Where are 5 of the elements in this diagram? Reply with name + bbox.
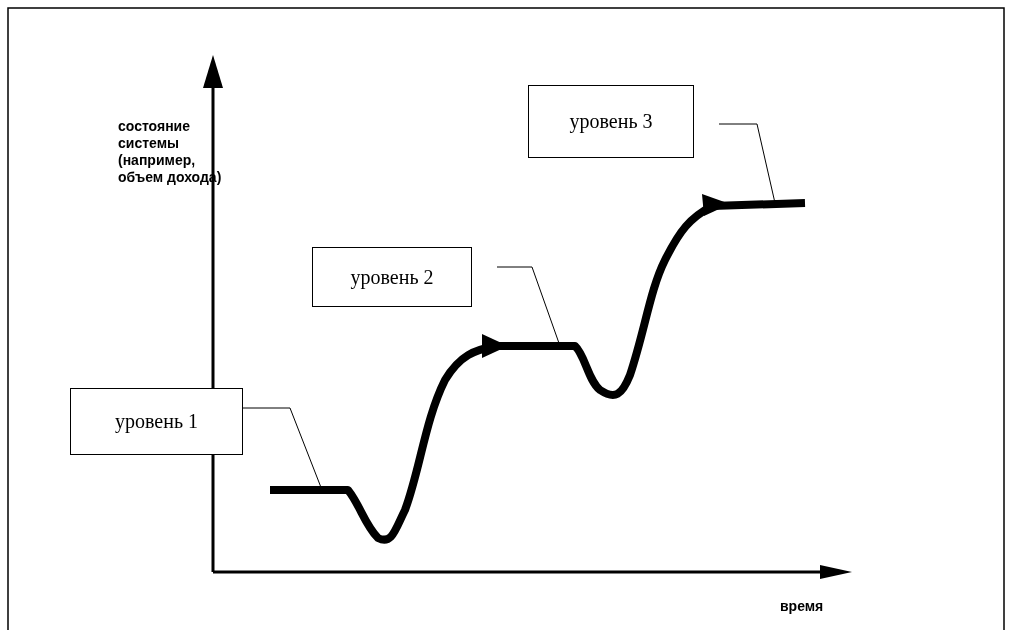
- axis-title: время: [780, 598, 825, 615]
- leader-line: [718, 123, 776, 204]
- level-box: уровень 1: [70, 388, 243, 455]
- level-box: уровень 2: [312, 247, 472, 307]
- level-box: уровень 3: [528, 85, 694, 158]
